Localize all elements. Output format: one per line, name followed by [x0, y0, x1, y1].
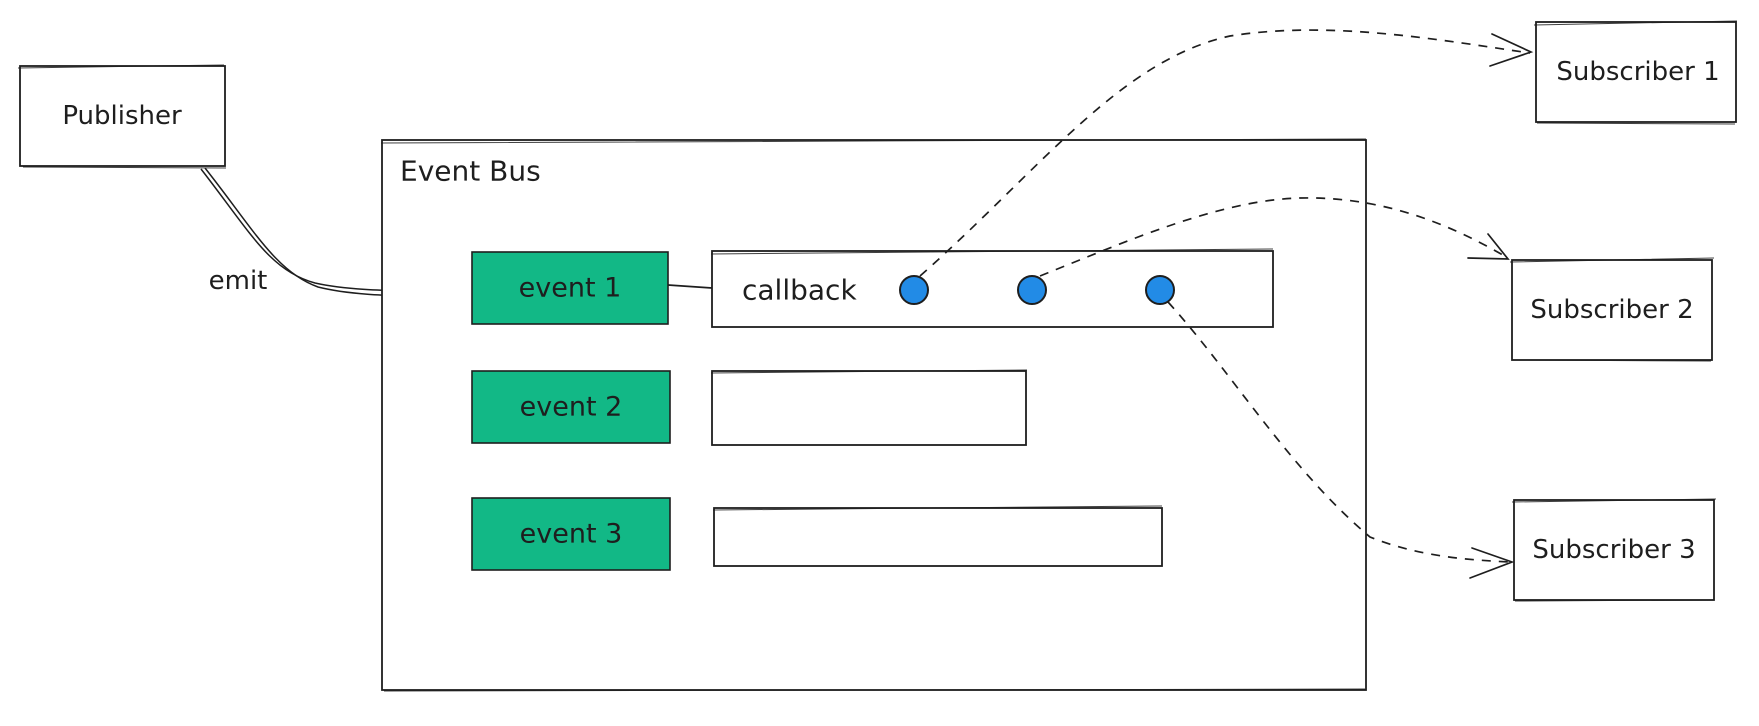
subscriber-label: Subscriber 3 — [1532, 535, 1695, 565]
subscriber-node-3: Subscriber 3 — [1511, 498, 1717, 602]
event-row-2: event 2 — [471, 369, 1028, 446]
event-row-3: event 3 — [471, 497, 1163, 571]
callback-list — [711, 370, 1027, 446]
emit-label: emit — [209, 266, 268, 296]
callback-label: callback — [742, 274, 857, 307]
event-box — [471, 251, 669, 325]
subscriber-node-1: Subscriber 1 — [1533, 20, 1738, 125]
publisher-label: Publisher — [62, 101, 182, 131]
callback-list — [713, 507, 1163, 567]
event-label: event 3 — [520, 519, 623, 550]
event-bus-title: Event Bus — [400, 155, 541, 188]
arrow-to-subscriber-3 — [1167, 301, 1511, 563]
event-label: event 1 — [519, 273, 622, 304]
subscriber-node-2: Subscriber 2 — [1509, 257, 1715, 362]
event-box — [471, 497, 671, 571]
event-row-1: event 1 callback — [471, 248, 1274, 328]
callback-dot — [1145, 275, 1175, 305]
callback-dot — [899, 275, 929, 305]
subscribe-arrows — [919, 29, 1534, 579]
arrow-to-subscriber-1 — [919, 29, 1531, 277]
subscriber-label: Subscriber 2 — [1530, 295, 1693, 325]
event-box — [471, 370, 671, 444]
subscriber-label: Subscriber 1 — [1556, 57, 1719, 87]
callback-dot — [1017, 275, 1047, 305]
event-label: event 2 — [520, 392, 623, 423]
arrow-to-subscriber-2 — [1039, 197, 1509, 277]
publisher-node: Publisher — [17, 64, 227, 169]
